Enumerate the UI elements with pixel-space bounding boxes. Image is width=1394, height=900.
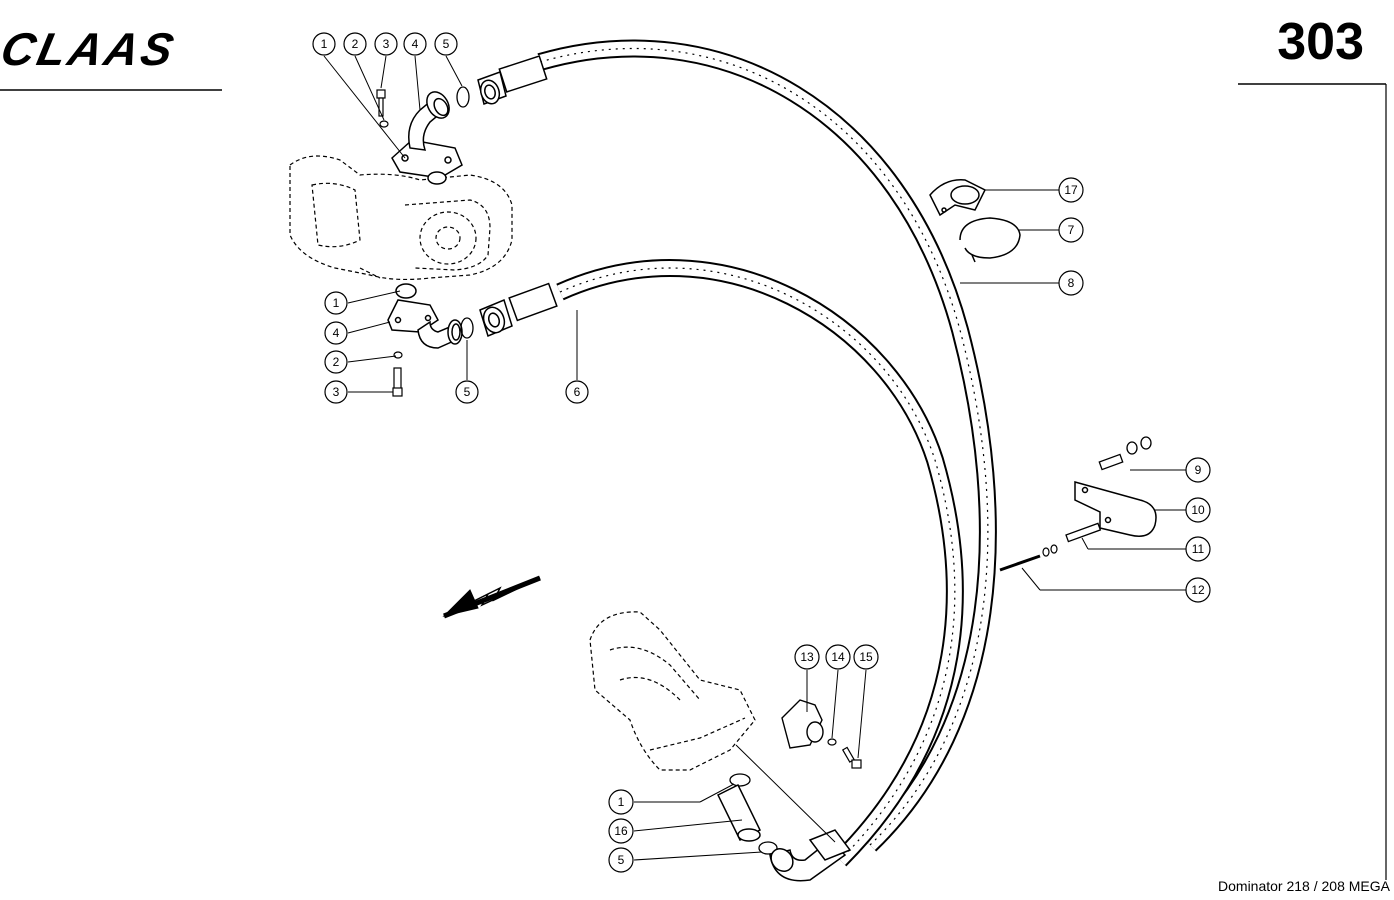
callout-12: 12 bbox=[1185, 577, 1211, 603]
callout-1-bottom: 1 bbox=[608, 789, 634, 815]
svg-text:1: 1 bbox=[333, 296, 340, 310]
svg-text:11: 11 bbox=[1192, 542, 1205, 556]
hose-end-fitting-upper bbox=[477, 55, 548, 105]
svg-text:4: 4 bbox=[412, 37, 419, 51]
svg-text:2: 2 bbox=[352, 37, 359, 51]
hose-clamp-17 bbox=[929, 179, 987, 217]
svg-text:3: 3 bbox=[383, 37, 390, 51]
o-ring-upper bbox=[456, 86, 470, 108]
model-footer: Dominator 218 / 208 MEGA bbox=[1218, 878, 1390, 894]
callout-1-upper: 1 bbox=[312, 32, 336, 56]
callout-13: 13 bbox=[794, 644, 820, 670]
callout-15: 15 bbox=[853, 644, 879, 670]
adapter-fitting-16 bbox=[716, 783, 762, 842]
washer-14 bbox=[827, 738, 837, 746]
svg-text:1: 1 bbox=[321, 37, 328, 51]
direction-arrow bbox=[442, 575, 541, 619]
svg-text:16: 16 bbox=[614, 824, 628, 838]
o-ring-lower bbox=[460, 317, 474, 339]
hose-strap-7 bbox=[959, 217, 1021, 263]
callout-7: 7 bbox=[1058, 217, 1084, 243]
svg-text:10: 10 bbox=[1191, 503, 1205, 517]
clip-13 bbox=[781, 699, 824, 749]
bolt-lower bbox=[392, 351, 403, 397]
hydraulic-hose-8 bbox=[537, 39, 997, 852]
svg-text:8: 8 bbox=[1068, 276, 1075, 290]
svg-text:3: 3 bbox=[333, 385, 340, 399]
callout-4-lower: 4 bbox=[324, 321, 348, 345]
svg-text:5: 5 bbox=[618, 853, 625, 867]
bolt-15 bbox=[841, 746, 862, 769]
o-ring-bottom-1 bbox=[729, 773, 751, 787]
bolt-9 bbox=[1098, 436, 1152, 471]
o-ring-bottom-5 bbox=[758, 841, 778, 855]
callout-6: 6 bbox=[565, 380, 589, 404]
callout-10: 10 bbox=[1185, 497, 1211, 523]
callout-14: 14 bbox=[825, 644, 851, 670]
callout-5-upper: 5 bbox=[434, 32, 458, 56]
callout-5-lower: 5 bbox=[455, 380, 479, 404]
bolt-upper bbox=[376, 89, 389, 128]
callout-9: 9 bbox=[1185, 457, 1211, 483]
callout-16: 16 bbox=[608, 818, 634, 844]
callout-11: 11 bbox=[1185, 536, 1211, 562]
svg-text:13: 13 bbox=[800, 650, 814, 664]
callout-2-lower: 2 bbox=[324, 350, 348, 374]
svg-text:7: 7 bbox=[1068, 223, 1075, 237]
pin-11 bbox=[1065, 522, 1102, 543]
rod-12 bbox=[999, 544, 1058, 572]
callout-17: 17 bbox=[1058, 177, 1084, 203]
callout-3-lower: 3 bbox=[324, 380, 348, 404]
svg-text:15: 15 bbox=[859, 650, 873, 664]
callout-3-upper: 3 bbox=[374, 32, 398, 56]
hose-elbow-bottom bbox=[769, 829, 852, 882]
upper-elbow-fitting bbox=[391, 91, 463, 185]
pump-housing bbox=[289, 155, 513, 281]
svg-text:17: 17 bbox=[1064, 183, 1078, 197]
leader-lines bbox=[323, 55, 1186, 861]
callout-8: 8 bbox=[1058, 270, 1084, 296]
svg-text:2: 2 bbox=[333, 355, 340, 369]
svg-text:12: 12 bbox=[1191, 583, 1205, 597]
svg-text:9: 9 bbox=[1195, 463, 1202, 477]
svg-text:14: 14 bbox=[831, 650, 845, 664]
mounting-bracket-10 bbox=[1074, 481, 1157, 537]
lower-elbow-fitting bbox=[387, 283, 463, 349]
callout-4-upper: 4 bbox=[403, 32, 427, 56]
hydraulic-hose-6 bbox=[556, 259, 964, 867]
svg-text:6: 6 bbox=[574, 385, 581, 399]
svg-text:1: 1 bbox=[618, 795, 625, 809]
svg-text:4: 4 bbox=[333, 326, 340, 340]
callout-1-lower: 1 bbox=[324, 291, 348, 315]
hose-end-fitting-lower bbox=[479, 282, 558, 338]
svg-text:5: 5 bbox=[443, 37, 450, 51]
svg-text:5: 5 bbox=[464, 385, 471, 399]
motor-housing bbox=[589, 611, 756, 771]
callouts: 1 2 3 4 5 1 4 2 3 5 6 17 7 8 9 10 11 12 … bbox=[312, 32, 1211, 873]
callout-5-bottom: 5 bbox=[608, 847, 634, 873]
callout-2-upper: 2 bbox=[343, 32, 367, 56]
page-number: 303 bbox=[1277, 13, 1364, 71]
